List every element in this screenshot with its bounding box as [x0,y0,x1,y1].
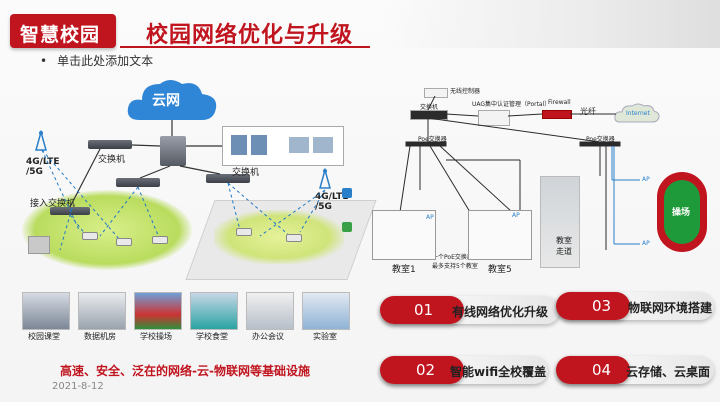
access-switch-label: 接入交换机 [30,199,76,209]
switch-top-label: 交换机 [98,155,126,165]
page-title: 校园网络优化与升级 [146,23,354,48]
photo-playground[interactable] [134,292,182,330]
storage-icon [313,137,333,153]
photo-classroom[interactable] [22,292,70,330]
feature-03-text: 物联网环境搭建 [628,301,713,315]
photo-datacenter[interactable] [78,292,126,330]
server-rack-box [222,126,344,166]
ap-label: AP [642,240,650,247]
photo-label: 实验室 [313,332,337,341]
feature-02-text: 智能wifi全校覆盖 [450,365,547,379]
uag-server-icon [478,110,510,126]
ap-icon [286,234,302,242]
brand-badge [10,14,116,48]
brand-text: 智慧校园 [20,24,101,46]
switch-top-icon [88,140,132,149]
cloud-icon [127,80,217,120]
classroom-1 [372,210,436,260]
feature-04-text: 云存储、云桌面 [626,365,711,379]
wireless-controller-icon [424,88,448,98]
ap-icon [152,236,168,244]
internet-label: Internet [626,110,650,117]
right-network-links [399,95,640,250]
title-underline [120,46,370,48]
switch-icon [410,110,448,120]
bullet-text[interactable]: • 单击此处添加文本 [40,52,153,69]
poe-right-label: Poe交换器 [586,136,615,143]
photo-label: 学校食堂 [196,332,228,341]
ap-label: AP [426,214,434,221]
storage-icon [289,137,309,153]
feature-01-num: 01 [414,301,434,319]
feature-02-num: 02 [416,361,436,379]
server-icon [231,135,247,155]
campus-ground-left [22,190,192,270]
bullet-dot-icon: • [40,54,48,68]
core-router-icon [160,136,186,166]
photo-label: 办公会议 [252,332,284,341]
date-text: 2021-8-12 [52,381,104,392]
switch-right-icon [206,174,250,183]
building-icon [28,236,50,254]
feature-01-button[interactable] [380,296,464,324]
photo-label: 校园课堂 [28,332,60,341]
photo-label: 数据机房 [84,332,116,341]
ap-icon [236,228,252,236]
photo-lab[interactable] [302,292,350,330]
campus-building-floor [214,210,344,264]
uag-label: UAG集中认证管理（Portal） [472,101,551,108]
bullet-label: 单击此处添加文本 [57,54,154,68]
feature-02-button[interactable] [380,356,464,384]
poe-note-label: 一个PoE交换器 最多支持5个教室 [432,254,478,270]
cloud-label: 云网 [152,93,180,109]
ap-label: AP [642,176,650,183]
switch-right-label: 交换机 [232,168,260,178]
topbar-shade [380,0,720,48]
wireless-controller-label: 无线控制器 [450,88,481,95]
ap-icon [116,238,132,246]
photo-label: 学校操场 [140,332,172,341]
corridor-label: 教室 走道 [556,236,572,256]
lte-tower-left-icon [35,130,47,151]
field-label: 操场 [672,208,691,218]
feature-04-num: 04 [592,361,612,379]
server-icon [251,135,267,155]
left-network-links [41,120,326,251]
classroom-5 [468,210,532,260]
sports-field-grass [664,180,700,244]
lte-right-label: 4G/LTE /5G [315,192,349,212]
firewall-label: Firewall [548,99,571,106]
feature-04-button[interactable] [556,356,630,384]
room5-label: 教室5 [488,265,512,275]
table-app-icon [342,222,352,232]
poe-left-label: Poe交换器 [418,136,447,143]
photo-canteen[interactable] [190,292,238,330]
ap-label: AP [512,212,520,219]
feature-03-button[interactable] [556,292,630,320]
slogan-text: 高速、安全、泛在的网络-云-物联网等基础设施 [60,364,310,378]
internet-cloud-icon [614,103,660,123]
switch-mid-icon [116,178,160,187]
room1-label: 教室1 [392,265,416,275]
photo-app-icon [342,188,352,198]
photo-meeting[interactable] [246,292,294,330]
fiber-label: 光纤 [580,107,596,116]
corridor-photo [540,176,580,268]
ap-icon [82,232,98,240]
feature-01-text: 有线网络优化升级 [452,305,549,319]
lte-tower-right-icon [319,168,331,189]
feature-03-num: 03 [592,297,612,315]
lte-left-label: 4G/LTE /5G [26,157,60,177]
